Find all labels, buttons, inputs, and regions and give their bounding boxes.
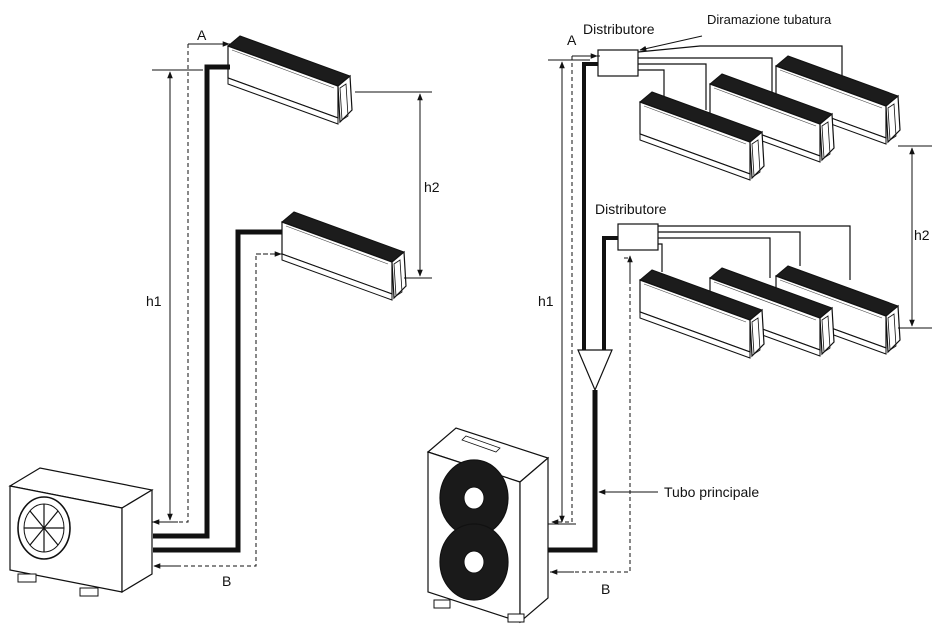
- right-label-h2: h2: [914, 227, 930, 243]
- left-outdoor-unit: [8, 467, 154, 597]
- distributor-box-top: [597, 49, 639, 77]
- distributor-label-top: Distributore: [583, 21, 655, 37]
- left-label-h2: h2: [424, 179, 440, 195]
- right-label-a: A: [567, 32, 577, 48]
- distributor-box-bottom: [617, 223, 659, 251]
- left-label-b: B: [222, 573, 231, 589]
- main-pipe-label: Tubo principale: [664, 484, 759, 500]
- right-scenario: A B h1 h2 Distributore Distributore Dira…: [426, 12, 932, 624]
- left-indoor-unit-top: [227, 35, 353, 125]
- right-outdoor-unit: [426, 427, 550, 624]
- distributor-label-bottom: Distributore: [595, 201, 667, 217]
- left-scenario: A B h1 h2: [8, 27, 440, 597]
- left-label-a: A: [197, 27, 207, 43]
- left-label-h1: h1: [146, 293, 162, 309]
- branch-pipe-label: Diramazione tubatura: [707, 12, 832, 27]
- left-indoor-unit-bottom: [281, 211, 407, 301]
- right-label-h1: h1: [538, 293, 554, 309]
- right-label-b: B: [601, 581, 610, 597]
